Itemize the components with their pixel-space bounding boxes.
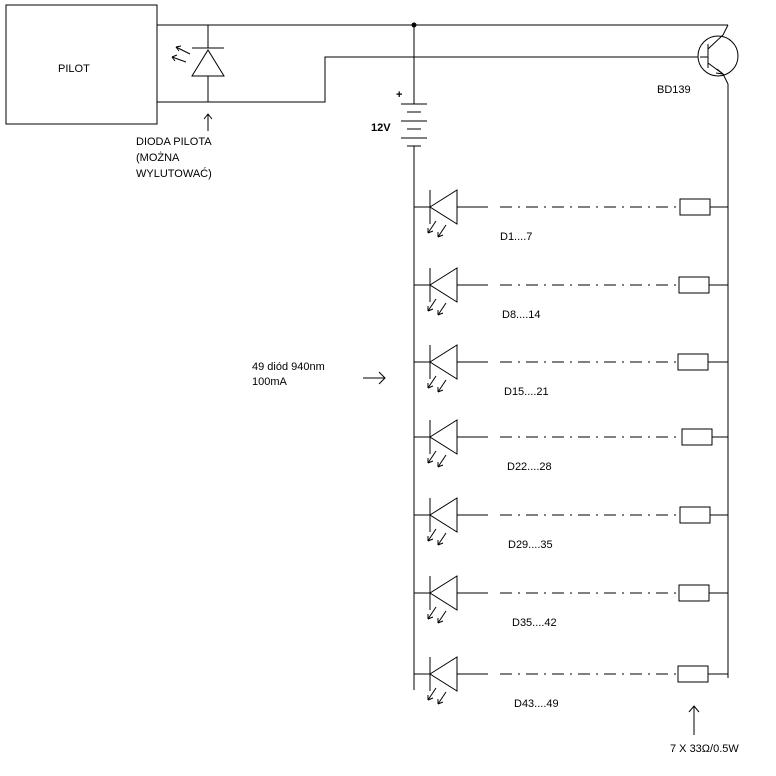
- led-group-label: D1....7: [500, 231, 532, 243]
- led-group-label: D22....28: [507, 461, 552, 473]
- battery-voltage-label: 12V: [371, 122, 391, 134]
- led-group-label: D15....21: [504, 386, 549, 398]
- transistor-label: BD139: [657, 84, 691, 96]
- pilot-box-label: PILOT: [58, 63, 90, 75]
- led-group-label: D35....42: [512, 617, 557, 629]
- pilot-box: [5, 4, 158, 125]
- led-diode-icon: [429, 267, 488, 303]
- resistor: [678, 584, 710, 602]
- led-array-description-line-2: 100mA: [252, 376, 288, 388]
- led-emission-arrows-icon: [427, 528, 447, 546]
- led-diode-icon: [429, 656, 488, 692]
- led-array-pointer-arrow: [363, 371, 386, 385]
- led-row: D8....14: [414, 267, 728, 321]
- battery-plus-sign: +: [396, 89, 402, 101]
- battery-12v: [401, 25, 427, 200]
- led-emission-arrows-icon: [427, 298, 447, 316]
- led-diode-icon: [429, 497, 488, 533]
- pilot-diode-caption-line-1: DIODA PILOTA: [136, 136, 212, 148]
- led-diode-icon: [429, 419, 488, 455]
- led-row: D15....21: [414, 344, 728, 398]
- pilot-diode: [191, 25, 225, 102]
- led-diode-icon: [429, 344, 488, 380]
- resistor: [679, 506, 711, 524]
- led-emission-arrows-icon: [427, 450, 447, 468]
- resistor-pointer-arrow: [688, 705, 700, 735]
- led-row: D35....42: [414, 575, 728, 629]
- transistor-bd139: [697, 24, 739, 85]
- led-emission-arrows-icon: [427, 220, 447, 238]
- led-row: D22....28: [414, 419, 728, 473]
- led-row: D1....7: [414, 189, 728, 243]
- led-group-label: D29....35: [508, 539, 553, 551]
- resistor: [678, 276, 710, 294]
- pilot-diode-caption-line-2: (MOŻNA: [136, 151, 180, 164]
- resistor: [677, 353, 709, 371]
- resistor: [677, 665, 709, 683]
- led-array-description-line-1: 49 diód 940nm: [252, 361, 325, 373]
- led-diode-icon: [429, 189, 488, 225]
- led-row: D29....35: [414, 497, 728, 551]
- led-emission-arrows-icon: [427, 375, 447, 393]
- resistor-caption: 7 X 33Ω/0.5W: [670, 743, 739, 755]
- led-group-label: D8....14: [502, 309, 541, 321]
- resistor: [681, 428, 713, 446]
- led-rows: D1....7D8....14D15....21D22....28D29....…: [414, 189, 728, 710]
- base-wire: [157, 56, 700, 103]
- led-row: D43....49: [414, 656, 728, 710]
- led-group-label: D43....49: [514, 698, 559, 710]
- resistor: [679, 198, 711, 216]
- pilot-diode-caption-line-3: WYLUTOWAĆ): [136, 167, 212, 180]
- led-emission-arrows-icon: [427, 687, 447, 705]
- led-diode-icon: [429, 575, 488, 611]
- led-emission-arrows-icon: [427, 606, 447, 624]
- pilot-diode-pointer-arrow: [203, 113, 213, 131]
- pilot-diode-light-icon: [171, 45, 191, 63]
